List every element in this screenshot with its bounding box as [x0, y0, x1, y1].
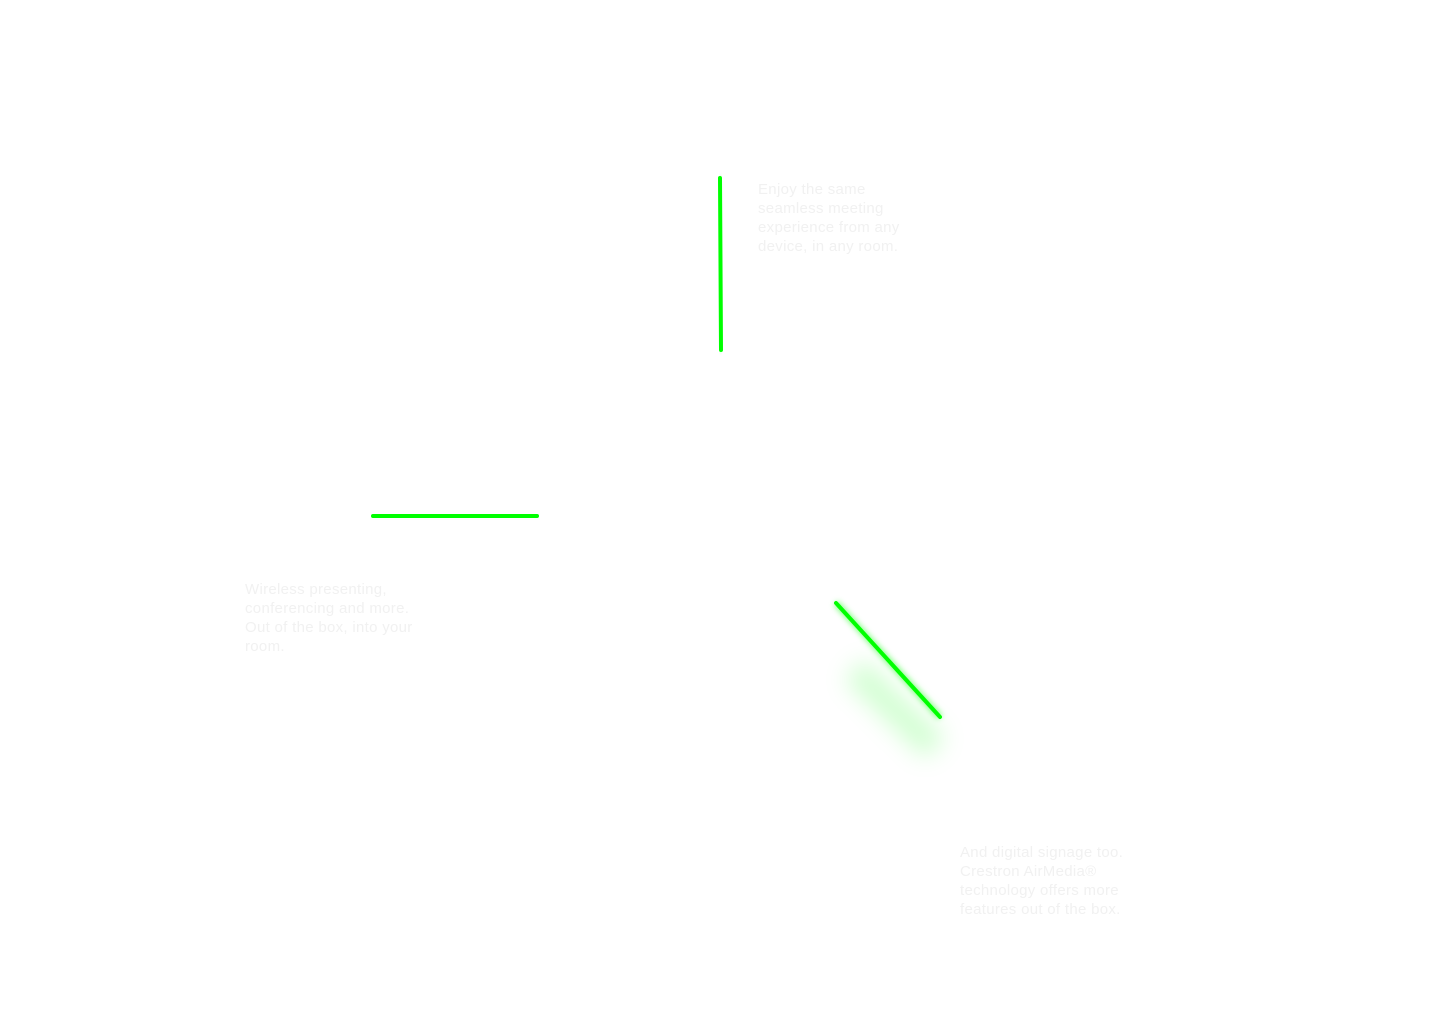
feature-caption-meeting: Enjoy the same seamless meeting experien… — [758, 181, 900, 255]
vertical-line-icon — [717, 176, 745, 380]
diagonal-line-icon — [833, 600, 945, 759]
feature-caption-signage: And digital signage too. Crestron AirMed… — [960, 844, 1124, 918]
feature-caption-wireless: Wireless presenting, conferencing and mo… — [245, 581, 413, 655]
horizontal-line-icon — [371, 513, 539, 565]
